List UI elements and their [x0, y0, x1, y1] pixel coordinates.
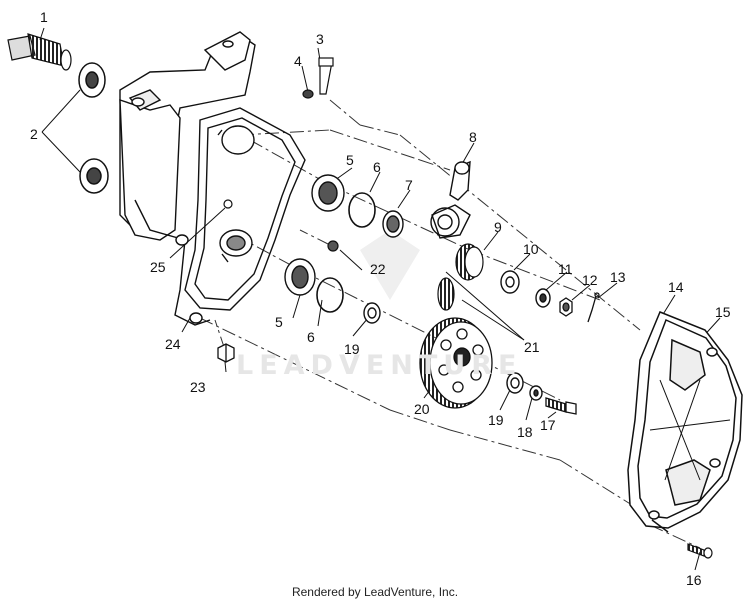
tensioner-arm-8: [430, 160, 471, 239]
callout-6-bottom: 6: [307, 329, 315, 345]
callout-11: 11: [558, 261, 573, 277]
callout-18: 18: [517, 424, 533, 440]
watermark-text: LEADVENTURE: [236, 350, 523, 381]
cotter-pin-13: [587, 292, 600, 323]
callout-13: 13: [610, 269, 626, 285]
oil-seals: [78, 62, 109, 194]
callout-10: 10: [523, 241, 539, 257]
chaincase-housing: [119, 31, 256, 326]
chain-gasket: [184, 107, 306, 311]
input-shaft: [7, 33, 72, 71]
callout-8: 8: [469, 129, 477, 145]
nut-4: [302, 89, 314, 99]
washer-10: [500, 270, 520, 294]
callout-5-top: 5: [346, 152, 354, 168]
callout-4: 4: [294, 53, 302, 69]
callout-17: 17: [540, 417, 556, 433]
bolt-3: [318, 57, 334, 95]
callout-12: 12: [582, 272, 598, 288]
callout-6-top: 6: [373, 159, 381, 175]
callout-7: 7: [405, 177, 413, 193]
callout-19-top: 19: [344, 341, 360, 357]
callout-20: 20: [414, 401, 430, 417]
washer-18: [529, 385, 543, 401]
sprocket-9: [455, 243, 484, 281]
callout-15: 15: [715, 304, 731, 320]
callout-1: 1: [40, 9, 48, 25]
callout-16: 16: [686, 572, 702, 588]
callout-5-bottom: 5: [275, 314, 283, 330]
sprocket-21: [437, 277, 455, 311]
callout-21: 21: [524, 339, 540, 355]
callout-24: 24: [165, 336, 181, 352]
snap-rings: [316, 192, 376, 313]
bolt-17: [545, 397, 577, 415]
chaincase-cover: [627, 311, 743, 533]
sprocket-20: [419, 317, 493, 409]
callout-3: 3: [316, 31, 324, 47]
bearings: [284, 174, 345, 296]
nut-12: [559, 297, 573, 317]
washers-19: [363, 302, 524, 394]
watermark-logo: [360, 230, 420, 300]
leader-lines: [39, 27, 721, 571]
callout-23: 23: [190, 379, 206, 395]
nut-22: [327, 240, 339, 252]
bolt-23: [217, 343, 235, 363]
footer-credit: Rendered by LeadVenture, Inc.: [291, 585, 459, 599]
axis-lines: [199, 99, 701, 549]
callout-2: 2: [30, 126, 38, 142]
fitting-25: [223, 199, 233, 209]
callout-14: 14: [668, 279, 684, 295]
washer-11: [535, 288, 551, 308]
bolt-16: [687, 543, 713, 559]
callout-25: 25: [150, 259, 166, 275]
seal-7: [382, 210, 404, 238]
callout-19-bottom: 19: [488, 412, 504, 428]
callout-9: 9: [494, 219, 502, 235]
callout-22: 22: [370, 261, 386, 277]
